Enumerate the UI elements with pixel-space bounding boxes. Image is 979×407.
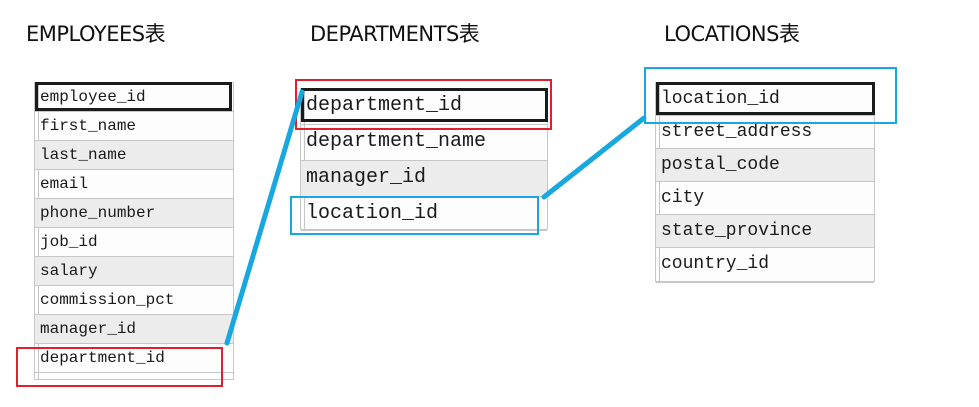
employees-row-job-id: job_id [35, 228, 233, 257]
employees-row-employee-id: employee_id [35, 83, 233, 112]
employees-department-id-highlight [16, 347, 223, 387]
locations-location-id-highlight [644, 67, 897, 124]
employees-to-departments-link [224, 89, 305, 346]
locations-table: location_id street_address postal_code c… [655, 82, 875, 283]
departments-table-title: DEPARTMENTS表 [310, 22, 480, 46]
departments-row-department-name: department_name [301, 125, 547, 161]
locations-row-location-id: location_id [656, 83, 874, 116]
table-grid-line [38, 83, 39, 379]
locations-row-state-province: state_province [656, 215, 874, 248]
table-grid-line [659, 83, 660, 281]
table-grid-line [304, 89, 305, 229]
locations-row-country-id: country_id [656, 248, 874, 283]
departments-row-manager-id: manager_id [301, 161, 547, 197]
employees-row-manager-id: manager_id [35, 315, 233, 344]
employees-table-title: EMPLOYEES表 [26, 22, 166, 46]
employees-row-first-name: first_name [35, 112, 233, 141]
employees-row-last-name: last_name [35, 141, 233, 170]
locations-row-street-address: street_address [656, 116, 874, 149]
departments-row-location-id: location_id [301, 197, 547, 231]
departments-primary-key-box [301, 88, 548, 122]
departments-location-id-highlight [290, 196, 539, 235]
employees-row-department-id: department_id [35, 344, 233, 373]
departments-row-department-id: department_id [301, 89, 547, 125]
locations-row-city: city [656, 182, 874, 215]
departments-table: department_id department_name manager_id… [300, 88, 548, 231]
employees-row-salary: salary [35, 257, 233, 286]
departments-to-locations-link [541, 115, 647, 200]
locations-primary-key-box [656, 82, 875, 115]
locations-row-postal-code: postal_code [656, 149, 874, 182]
employees-table: employee_id first_name last_name email p… [34, 82, 234, 380]
employees-primary-key-box [35, 82, 232, 111]
employees-row-email: email [35, 170, 233, 199]
employees-row-phone-number: phone_number [35, 199, 233, 228]
employees-row-commission-pct: commission_pct [35, 286, 233, 315]
locations-table-title: LOCATIONS表 [664, 22, 800, 46]
